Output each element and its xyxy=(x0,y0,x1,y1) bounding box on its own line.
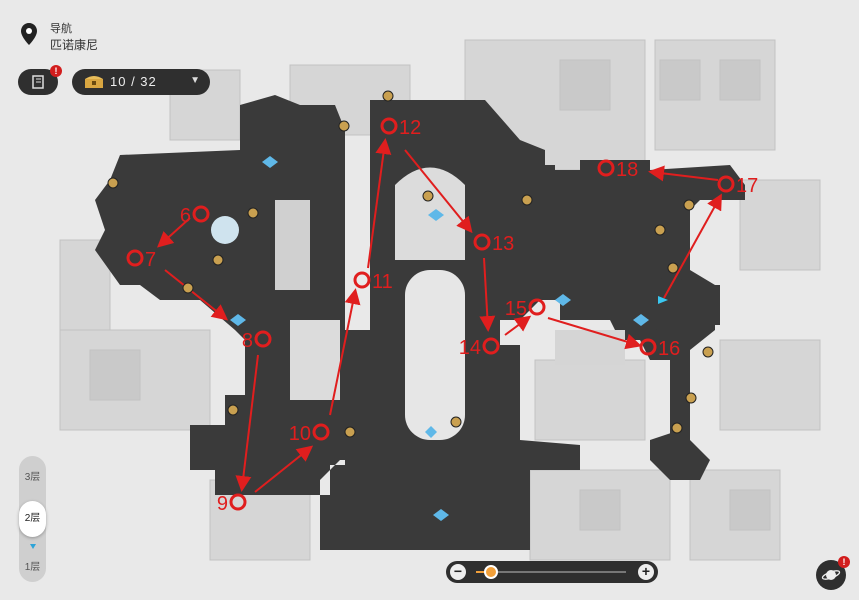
waypoint-label-12: 12 xyxy=(399,117,421,139)
waypoint-marker-16 xyxy=(639,338,657,356)
floor-2-button[interactable]: 2层 xyxy=(19,501,46,537)
waypoint-marker-14 xyxy=(482,337,500,355)
circular-plaza xyxy=(642,277,698,333)
waypoint-label-10: 10 xyxy=(289,423,311,445)
chest-count: 10 / 32 xyxy=(110,74,157,89)
zoom-slider-track[interactable] xyxy=(476,571,626,573)
waypoint-marker-15 xyxy=(528,298,546,316)
waypoint-label-11: 11 xyxy=(372,271,393,293)
zoom-slider-fill xyxy=(476,571,491,573)
waypoint-label-6: 6 xyxy=(180,205,191,227)
quest-alert-badge: ! xyxy=(50,65,62,77)
waypoint-marker-13 xyxy=(473,233,491,251)
player-position-icon xyxy=(658,296,668,304)
waypoint-label-18: 18 xyxy=(616,159,638,181)
waypoint-marker-6 xyxy=(192,205,210,223)
waypoint-label-9: 9 xyxy=(217,493,228,515)
treasure-chest-icon xyxy=(85,76,103,88)
chest-counter-dropdown[interactable]: 10 / 32 ▼ xyxy=(72,69,210,95)
area-name: 匹诺康尼 xyxy=(50,38,99,52)
waypoint-label-14: 14 xyxy=(459,337,481,359)
bell-markers xyxy=(107,90,714,438)
map-pin-icon xyxy=(21,23,37,45)
waypoint-marker-9 xyxy=(229,493,247,511)
zoom-control: − + xyxy=(446,561,658,583)
waypoint-label-7: 7 xyxy=(145,249,156,271)
route-arrows xyxy=(157,138,722,493)
waypoint-label-8: 8 xyxy=(242,330,253,352)
zoom-slider-handle[interactable] xyxy=(484,565,498,579)
world-alert-badge: ! xyxy=(838,556,850,568)
teleport-markers xyxy=(230,156,649,521)
route-waypoints: 6 7 8 9 10 11 12 13 14 15 16 17 18 xyxy=(126,117,758,515)
waypoint-label-15: 15 xyxy=(505,298,527,320)
current-floor-indicator-icon xyxy=(30,544,36,549)
waypoint-marker-12 xyxy=(380,117,398,135)
zoom-out-button[interactable]: − xyxy=(450,564,466,580)
waypoint-label-13: 13 xyxy=(492,233,514,255)
quest-log-button[interactable]: ! xyxy=(18,65,62,95)
waypoint-marker-17 xyxy=(717,175,735,193)
floor-1-button[interactable]: 1层 xyxy=(24,562,41,573)
quest-book-icon xyxy=(32,75,44,89)
floor-selector: 3层 2层 1层 xyxy=(19,456,46,582)
waypoint-marker-18 xyxy=(597,159,615,177)
waypoint-marker-8 xyxy=(254,330,272,348)
zoom-in-button[interactable]: + xyxy=(638,564,654,580)
waypoint-label-16: 16 xyxy=(658,338,680,360)
floor-3-button[interactable]: 3层 xyxy=(24,472,41,483)
chevron-down-icon: ▼ xyxy=(190,75,200,86)
world-switch-button[interactable]: ! xyxy=(816,556,850,590)
waypoint-label-17: 17 xyxy=(736,175,758,197)
waypoint-marker-10 xyxy=(312,423,330,441)
planet-icon xyxy=(821,570,841,580)
waypoint-marker-11 xyxy=(353,271,371,289)
waypoint-marker-7 xyxy=(126,249,144,267)
nav-title: 导航 xyxy=(50,23,72,35)
